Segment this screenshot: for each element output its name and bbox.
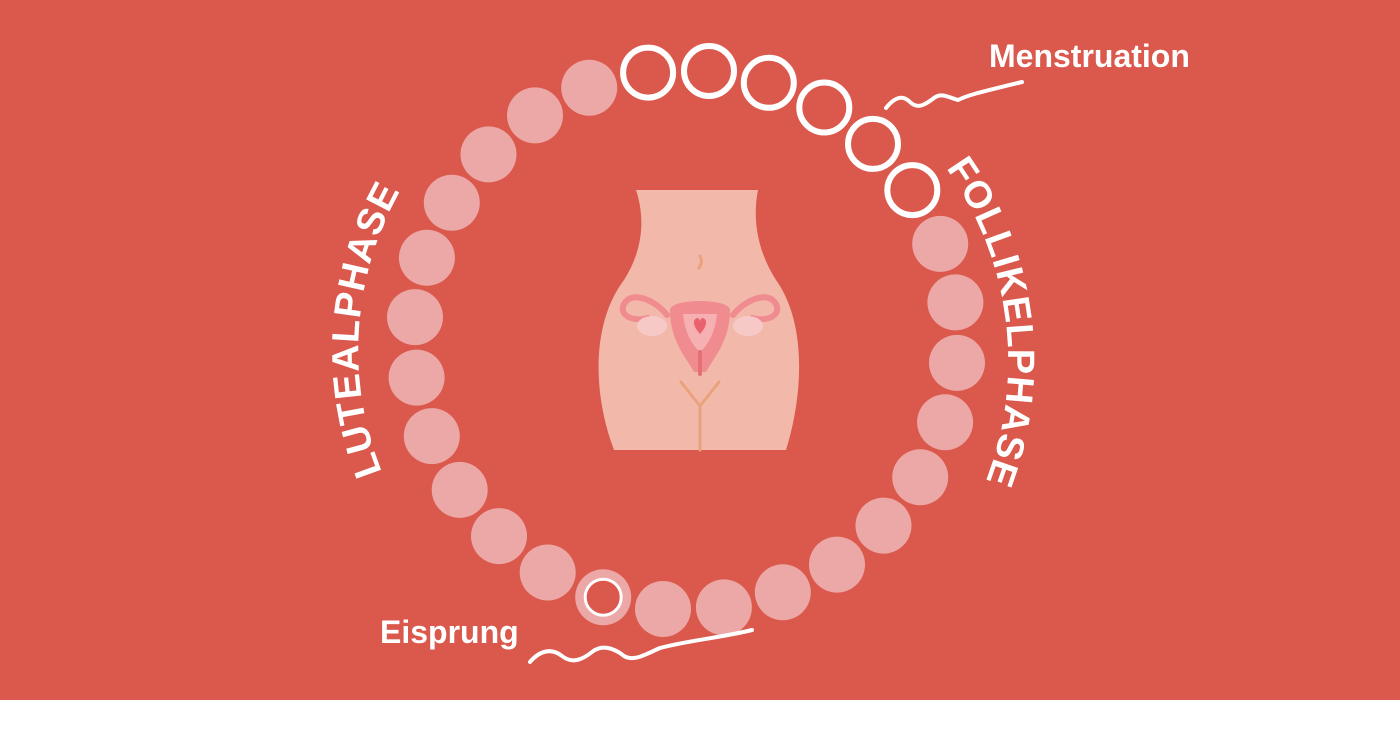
cycle-day-23 — [387, 289, 443, 346]
menstruation-day-2 — [681, 43, 737, 99]
cycle-day-7 — [912, 215, 969, 272]
cycle-day-21 — [403, 408, 460, 465]
cycle-day-27 — [507, 87, 563, 144]
menstruation-day-1 — [620, 44, 677, 101]
cycle-day-19 — [471, 508, 527, 565]
cycle-day-25 — [423, 174, 480, 231]
menstruation-day-5 — [845, 115, 901, 172]
cycle-day-13 — [809, 536, 865, 593]
cycle-day-18 — [519, 544, 576, 601]
cycle-day-10 — [917, 394, 974, 451]
eisprung-label: Eisprung — [380, 614, 519, 650]
cycle-day-8 — [927, 274, 984, 331]
ovulation-marker — [583, 577, 623, 617]
cycle-day-28 — [561, 59, 618, 116]
menstruation-label: Menstruation — [989, 38, 1190, 74]
cycle-day-9 — [929, 334, 985, 391]
uterus-body-icon — [598, 190, 800, 452]
cycle-day-12 — [855, 497, 912, 554]
cycle-day-26 — [460, 126, 517, 183]
cycle-day-16 — [635, 581, 691, 637]
menstruation-squiggle-icon — [884, 80, 1024, 110]
menstruation-day-3 — [740, 54, 797, 111]
cycle-day-15 — [695, 579, 752, 636]
cycle-day-22 — [388, 349, 445, 406]
cycle-day-14 — [754, 564, 811, 621]
menstruation-day-4 — [796, 79, 853, 136]
cycle-days-ring — [387, 43, 985, 637]
cycle-day-24 — [398, 229, 455, 286]
cycle-day-11 — [892, 449, 949, 506]
cycle-day-20 — [431, 461, 488, 518]
eisprung-squiggle-icon — [528, 628, 754, 664]
menstruation-day-6 — [884, 162, 941, 219]
